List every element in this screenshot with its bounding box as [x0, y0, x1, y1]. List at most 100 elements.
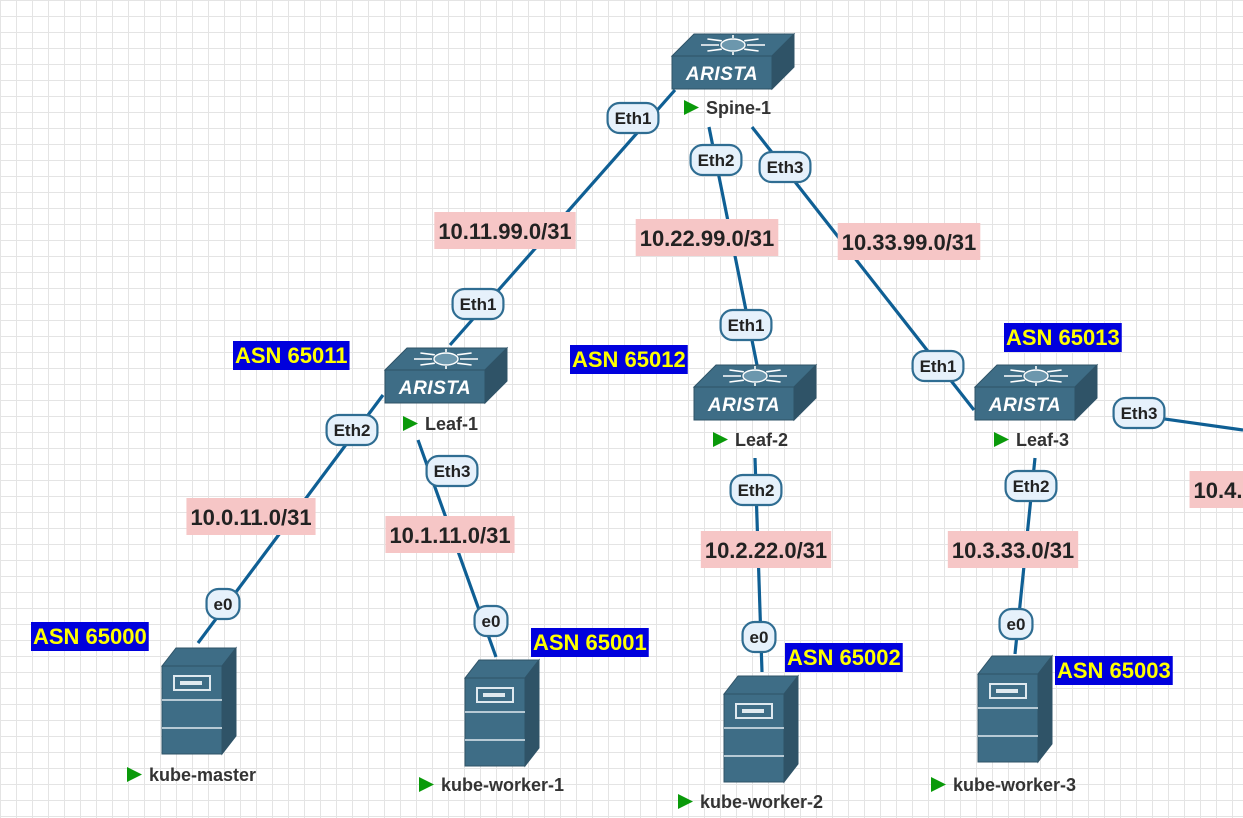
port-label[interactable]: e0 [998, 607, 1034, 641]
port-label[interactable]: Eth3 [425, 454, 479, 488]
port-label[interactable]: e0 [205, 587, 241, 621]
port-label-text: Eth1 [728, 316, 765, 335]
arista-switch-icon[interactable]: ARISTA [383, 346, 509, 405]
server-tower-icon[interactable] [463, 658, 541, 768]
port-label[interactable]: e0 [473, 604, 509, 638]
asn-label: ASN 65000 [31, 622, 149, 651]
play-icon[interactable] [994, 432, 1009, 447]
play-icon[interactable] [419, 777, 434, 792]
port-label[interactable]: e0 [741, 620, 777, 654]
subnet-label-text: 10.33.99.0/31 [842, 230, 977, 255]
asn-label-text: ASN 65013 [1006, 325, 1120, 350]
port-label[interactable]: Eth2 [689, 143, 743, 177]
asn-label-text: ASN 65001 [533, 630, 647, 655]
port-label[interactable]: Eth2 [325, 413, 379, 447]
port-label-bg [911, 349, 965, 383]
port-label-bg [741, 620, 777, 654]
arista-brand-text: ARISTA [707, 395, 780, 416]
asn-label: ASN 65001 [531, 628, 649, 657]
port-label-text: Eth1 [460, 295, 497, 314]
node-name-label: kube-master [149, 765, 256, 785]
asn-label: ASN 65011 [233, 341, 350, 370]
subnet-label-bg [947, 531, 1079, 568]
play-icon[interactable] [127, 767, 142, 782]
node-leaf3[interactable]: ARISTA Leaf-3 [973, 363, 1099, 450]
port-label[interactable]: Eth1 [606, 101, 660, 135]
asn-label-text: ASN 65000 [33, 624, 147, 649]
node-worker3[interactable]: kube-worker-3 [931, 654, 1076, 795]
subnet-label: 10.3.33.0/31 [947, 531, 1079, 568]
play-icon[interactable] [713, 432, 728, 447]
server-tower-icon[interactable] [160, 646, 238, 756]
arista-brand-text: ARISTA [988, 395, 1061, 416]
node-name-label: Leaf-2 [735, 430, 788, 450]
asn-label-bg [570, 345, 688, 374]
node-name-label: Leaf-1 [425, 414, 478, 434]
subnet-label-bg [1189, 471, 1243, 508]
asn-label-bg [531, 628, 649, 657]
port-label-text: Eth1 [615, 109, 652, 128]
node-name-label: Spine-1 [706, 98, 771, 118]
server-tower-icon[interactable] [722, 674, 800, 784]
port-label-text: Eth1 [920, 357, 957, 376]
port-label[interactable]: Eth2 [729, 473, 783, 507]
port-label-text: Eth2 [1013, 477, 1050, 496]
node-spine1[interactable]: ARISTA Spine-1 [670, 32, 796, 118]
arista-switch-icon[interactable]: ARISTA [692, 363, 818, 422]
play-icon[interactable] [678, 794, 693, 809]
play-icon[interactable] [684, 100, 699, 115]
subnet-label-text: 10.0.11.0/31 [190, 505, 311, 530]
asn-label-bg [1004, 323, 1122, 352]
subnet-label: 10.22.99.0/31 [635, 219, 779, 256]
node-master[interactable]: kube-master [127, 646, 256, 785]
asn-label: ASN 65003 [1055, 656, 1173, 685]
play-icon[interactable] [931, 777, 946, 792]
subnet-label-text: 10.22.99.0/31 [640, 226, 775, 251]
arista-switch-icon[interactable]: ARISTA [670, 32, 796, 91]
node-name-label: Leaf-3 [1016, 430, 1069, 450]
port-label[interactable]: Eth1 [719, 308, 773, 342]
subnet-label: 10.4. [1189, 471, 1243, 508]
port-label-bg [606, 101, 660, 135]
port-label-text: e0 [750, 628, 769, 647]
node-worker1[interactable]: kube-worker-1 [419, 658, 564, 795]
port-label-text: Eth2 [738, 481, 775, 500]
asn-label-text: ASN 65011 [235, 343, 348, 368]
arista-brand-text: ARISTA [398, 378, 471, 399]
node-leaf1[interactable]: ARISTA Leaf-1 [383, 346, 509, 434]
port-label[interactable]: Eth3 [758, 150, 812, 184]
subnet-label-bg [837, 223, 981, 260]
play-icon[interactable] [403, 416, 418, 431]
asn-label-text: ASN 65002 [787, 645, 901, 670]
port-label-text: Eth3 [434, 462, 471, 481]
port-label-text: e0 [214, 595, 233, 614]
node-leaf2[interactable]: ARISTA Leaf-2 [692, 363, 818, 450]
node-name-label: kube-worker-2 [700, 792, 823, 812]
asn-label-bg [31, 622, 149, 651]
asn-label-bg [1055, 656, 1173, 685]
asn-label-text: ASN 65003 [1057, 658, 1171, 683]
port-label-text: Eth2 [698, 151, 735, 170]
asn-label: ASN 65002 [785, 643, 903, 672]
port-label[interactable]: Eth2 [1004, 469, 1058, 503]
port-label[interactable]: Eth1 [451, 287, 505, 321]
subnet-label-bg [635, 219, 779, 256]
port-label[interactable]: Eth1 [911, 349, 965, 383]
server-tower-icon[interactable] [976, 654, 1054, 764]
port-label-text: Eth3 [767, 158, 804, 177]
node-worker2[interactable]: kube-worker-2 [678, 674, 823, 812]
port-label-bg [451, 287, 505, 321]
subnet-label: 10.0.11.0/31 [186, 498, 316, 535]
subnet-label: 10.1.11.0/31 [385, 516, 515, 553]
port-label-bg [325, 413, 379, 447]
port-label[interactable]: Eth3 [1112, 396, 1166, 430]
asn-label-text: ASN 65012 [572, 347, 686, 372]
port-label-bg [689, 143, 743, 177]
subnet-label: 10.33.99.0/31 [837, 223, 981, 260]
arista-switch-icon[interactable]: ARISTA [973, 363, 1099, 422]
port-label-bg [758, 150, 812, 184]
port-label-text: Eth2 [334, 421, 371, 440]
